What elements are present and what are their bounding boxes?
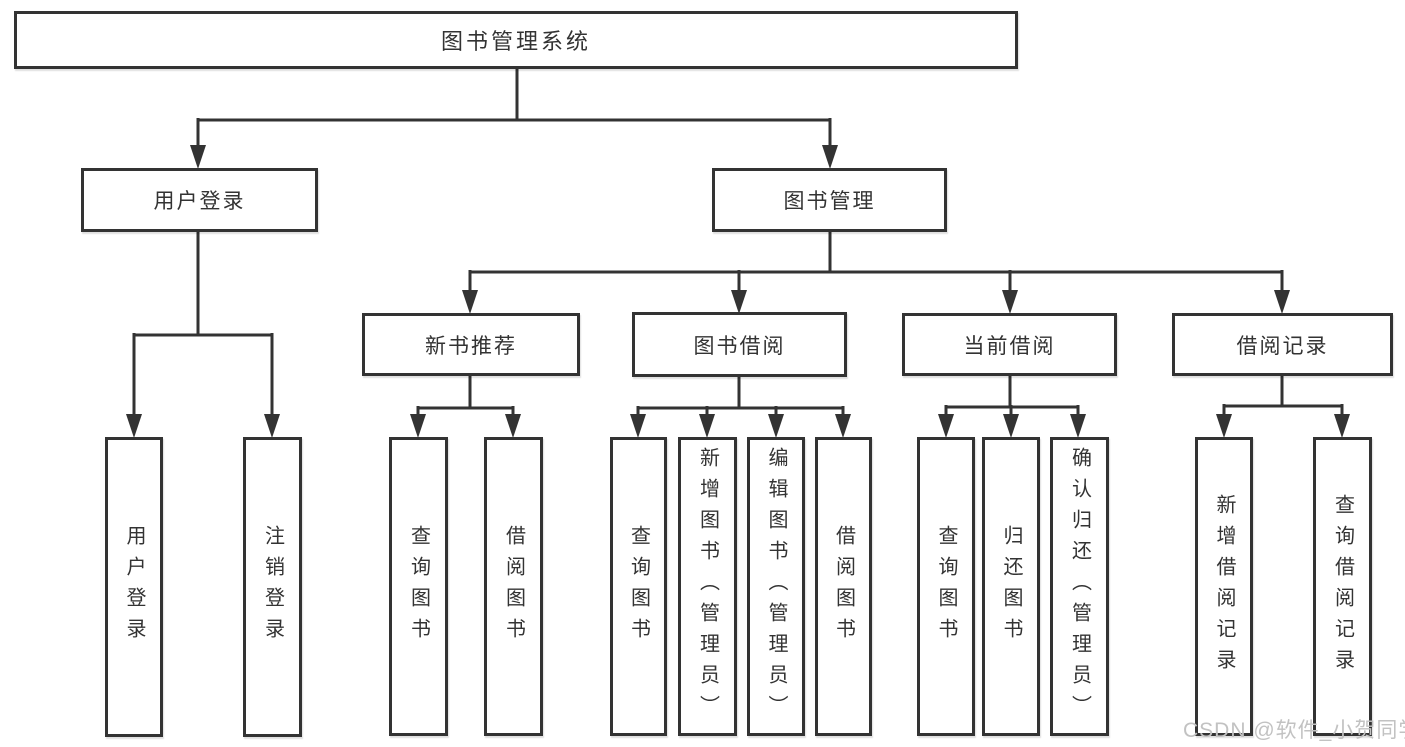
node-label: 用户登录 bbox=[153, 190, 246, 213]
edge-borrowing-records-children bbox=[1216, 376, 1350, 438]
edge-user-login-children bbox=[126, 232, 280, 438]
leaf-nb-borrow-books: 借阅图书 bbox=[484, 437, 543, 736]
leaf-label: 查询借阅记录 bbox=[1331, 493, 1354, 680]
watermark: CSDN @软件_小贺同学 bbox=[1183, 719, 1405, 742]
leaf-cb-confirm-return-admin: 确认归还（管理员） bbox=[1050, 437, 1109, 736]
leaf-label: 新增图书（管理员） bbox=[696, 447, 719, 726]
leaf-nb-query-books: 查询图书 bbox=[389, 437, 448, 736]
node-label: 借阅记录 bbox=[1236, 334, 1329, 358]
leaf-label: 用户登录 bbox=[123, 525, 145, 649]
node-label: 图书管理 bbox=[783, 190, 876, 213]
node-label: 当前借阅 bbox=[963, 334, 1056, 358]
node-book-management: 图书管理 bbox=[712, 168, 947, 232]
leaf-cb-query-books: 查询图书 bbox=[917, 437, 975, 736]
leaf-user-login: 用户登录 bbox=[105, 437, 163, 737]
leaf-label: 借阅图书 bbox=[832, 524, 855, 649]
leaf-label: 查询图书 bbox=[407, 524, 430, 649]
edge-new-book-children bbox=[410, 376, 521, 438]
leaf-br-add-borrow-record: 新增借阅记录 bbox=[1195, 437, 1253, 736]
edge-book-management-children bbox=[462, 232, 1290, 314]
leaf-bb-borrow-books: 借阅图书 bbox=[815, 437, 872, 736]
edge-book-borrowing-children bbox=[630, 377, 851, 438]
node-label: 新书推荐 bbox=[425, 334, 517, 358]
leaf-logout: 注销登录 bbox=[243, 437, 302, 737]
leaf-bb-query-books: 查询图书 bbox=[610, 437, 667, 736]
leaf-br-query-borrow-record: 查询借阅记录 bbox=[1313, 437, 1372, 736]
leaf-label: 编辑图书（管理员） bbox=[765, 447, 787, 726]
leaf-bb-edit-book-admin: 编辑图书（管理员） bbox=[747, 437, 805, 736]
leaf-label: 新增借阅记录 bbox=[1213, 493, 1235, 680]
node-new-book-recommend: 新书推荐 bbox=[362, 313, 580, 376]
node-book-borrowing: 图书借阅 bbox=[632, 312, 847, 377]
leaf-label: 借阅图书 bbox=[502, 524, 525, 649]
leaf-label: 查询图书 bbox=[627, 524, 650, 649]
edge-current-borrowing-children bbox=[938, 376, 1086, 438]
leaf-label: 确认归还（管理员） bbox=[1068, 447, 1091, 726]
leaf-label: 注销登录 bbox=[261, 525, 284, 649]
node-current-borrowing: 当前借阅 bbox=[902, 313, 1117, 376]
node-label: 图书管理系统 bbox=[440, 29, 591, 54]
edge-root-to-branches bbox=[190, 68, 838, 169]
leaf-label: 归还图书 bbox=[1000, 524, 1022, 649]
node-library-system: 图书管理系统 bbox=[14, 11, 1018, 69]
leaf-label: 查询图书 bbox=[935, 524, 957, 649]
leaf-bb-add-book-admin: 新增图书（管理员） bbox=[678, 437, 737, 736]
node-user-login: 用户登录 bbox=[81, 168, 318, 232]
node-label: 图书借阅 bbox=[693, 334, 786, 358]
node-borrowing-records: 借阅记录 bbox=[1172, 313, 1393, 376]
leaf-cb-return-books: 归还图书 bbox=[982, 437, 1040, 736]
